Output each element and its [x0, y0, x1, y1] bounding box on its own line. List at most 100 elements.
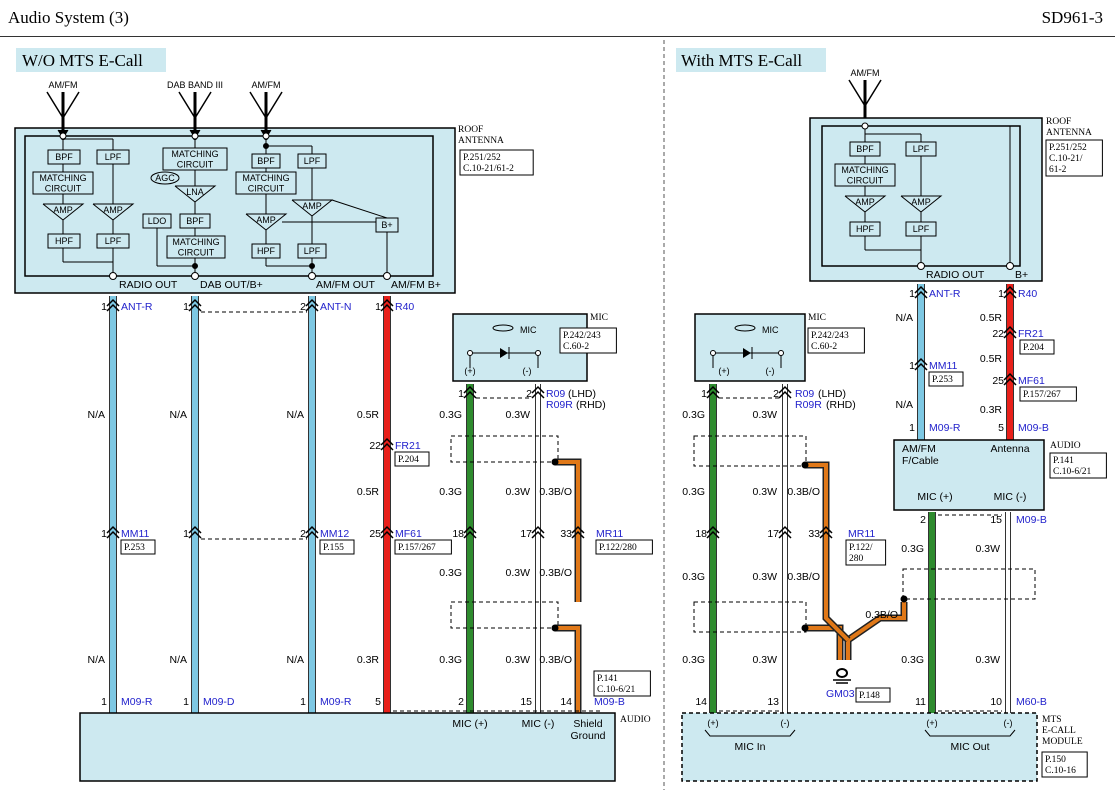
- right-mic-box: [694, 313, 806, 382]
- right-mic-spec-g2: 0.3G: [682, 486, 705, 498]
- right-section-title: With MTS E-Call: [681, 51, 802, 70]
- right-mic-conn-minus-bot: [778, 390, 792, 399]
- page-header: Audio System (3) SD961-3: [0, 0, 1115, 37]
- left-antenna-dab-label: DAB BAND III: [167, 80, 223, 90]
- right-audio-spec-g2: 0.3G: [901, 654, 924, 666]
- right-fr-ref-box: [1019, 339, 1055, 355]
- right-mr-conn-2-top: [819, 525, 833, 534]
- mts-module-ref-box: [1041, 751, 1088, 778]
- right-mr-pin-2: 33: [808, 528, 820, 540]
- left-audio-box: [79, 712, 616, 782]
- left-mic-spec-g2: 0.3G: [439, 486, 462, 498]
- left-wire-1-top-conn-bot: [188, 303, 202, 312]
- l-g1-amp1-label: AMP: [53, 205, 73, 215]
- left-mic-spec-w2: 0.3W: [505, 486, 530, 498]
- right-mm-ref-box: [928, 371, 964, 387]
- left-section-title: W/O MTS E-Call: [22, 51, 143, 70]
- right-mf-ref-box: [1019, 386, 1077, 402]
- left-output-amfm: AM/FM OUT: [316, 279, 375, 291]
- left-mic-node-2: [535, 350, 541, 356]
- left-roof-antenna-inner: [24, 135, 434, 277]
- left-output-bplus: AM/FM B+: [391, 279, 441, 291]
- left-wire-3-spec1: 0.5R: [357, 409, 380, 421]
- left-wire-2-mid-connector: MM12: [320, 528, 349, 540]
- right-mic-conn-rhd: (RHD): [826, 399, 856, 411]
- left-roof-ref-box: [459, 149, 534, 176]
- left-orange-1-node: [551, 458, 559, 466]
- left-wire-2-mid-conn-top: [305, 525, 319, 534]
- left-wire-1-bot-spec: N/A: [169, 654, 187, 666]
- left-wire-3-top-connector: R40: [395, 301, 414, 313]
- left-wire-3-top-conn-top: [380, 298, 394, 307]
- l-g1-lpf-label: LPF: [105, 152, 122, 162]
- r-amp2-shape: [900, 195, 943, 213]
- left-mic-conn-minus-bot: [531, 390, 545, 399]
- right-mic-shield-1: [693, 435, 807, 467]
- right-orange-3: [846, 602, 906, 660]
- right-output-node-1: [1006, 262, 1014, 270]
- r-lpf2-label: LPF: [913, 224, 930, 234]
- l-g1-hpf-box: [47, 233, 81, 249]
- left-ant-node-1: [191, 132, 199, 140]
- left-output-node-0: [109, 272, 117, 280]
- right-output-radio: RADIO OUT: [926, 269, 985, 281]
- left-wire-2-top-conn-top: [305, 298, 319, 307]
- l-g1-bpf-box: [47, 149, 81, 165]
- right-mic-spec-bo1: 0.3B/O: [787, 486, 820, 498]
- left-mic-label: MIC: [520, 325, 537, 335]
- left-wire-3-bot-pin: 5: [375, 696, 381, 708]
- left-wire-1-spec: N/A: [169, 409, 187, 421]
- left-wire-0-bot-spec: N/A: [87, 654, 105, 666]
- right-fr-pin: 22: [992, 328, 1004, 340]
- left-mic-conn-rhd: (RHD): [576, 399, 606, 411]
- right-audio-in2: Antenna: [990, 443, 1029, 455]
- right-ant-conn-bot: [914, 290, 928, 299]
- left-wire-3-fr-conn-bot: [380, 442, 394, 451]
- left-wire-0-bot-pin: 1: [101, 696, 107, 708]
- l-g1-bpf-label: BPF: [55, 152, 73, 162]
- left-mic-shield-1: [450, 435, 559, 463]
- left-mic-ref-box: [559, 327, 617, 354]
- right-mm-connector: MM11: [929, 360, 958, 372]
- left-wire-0-mid-ref-box: [120, 539, 156, 555]
- right-mm-conn-bot: [914, 362, 928, 371]
- mts-pin-13: 13: [767, 696, 779, 708]
- right-mf-ref: P.157/267: [1023, 390, 1061, 400]
- right-audio-bot-pin2: 10: [990, 696, 1002, 708]
- l-g3-hpf-label: HPF: [257, 246, 276, 256]
- l-g2-lna-label: LNA: [186, 187, 204, 197]
- left-bot-ref-box: [593, 670, 651, 697]
- left-bot-pin-1: 15: [520, 696, 532, 708]
- left-wire-1-top-conn-top: [188, 298, 202, 307]
- left-mr-pin-2: 33: [560, 528, 572, 540]
- right-mr-conn-0-top: [706, 525, 720, 534]
- l-g3-lpf-label: LPF: [304, 156, 321, 166]
- l-g1-amp2-label: AMP: [103, 205, 123, 215]
- right-audio-bot-pin1: 11: [915, 696, 926, 708]
- left-wire-3-top-pin: 1: [375, 301, 381, 313]
- right-mic-ref-box: [807, 327, 865, 354]
- mts-in-minus: (-): [781, 718, 790, 728]
- right-fr-conn-bot: [1003, 330, 1017, 339]
- right-spec-05b: 0.5R: [980, 353, 1003, 365]
- left-mic-conn-minus-top: [531, 385, 545, 394]
- right-audio-bot-connector: M60-B: [1016, 696, 1047, 708]
- right-orange-3-node: [900, 595, 908, 603]
- mts-in-plus: (+): [707, 718, 718, 728]
- left-wire-3-mid-connector: MF61: [395, 528, 422, 540]
- right-r40-pin: 1: [998, 288, 1004, 300]
- left-mic-node-1: [467, 350, 473, 356]
- page-title: Audio System (3): [8, 8, 129, 27]
- left-audio-label: AUDIO: [620, 715, 651, 725]
- left-mic-capsule: [492, 324, 514, 332]
- right-b-connector: M09-B: [1018, 422, 1049, 434]
- right-audio-ref-box: [1049, 452, 1107, 479]
- right-mic-conn-lhd: (LHD): [818, 388, 846, 400]
- left-wire-2-mid-conn-bot: [305, 530, 319, 539]
